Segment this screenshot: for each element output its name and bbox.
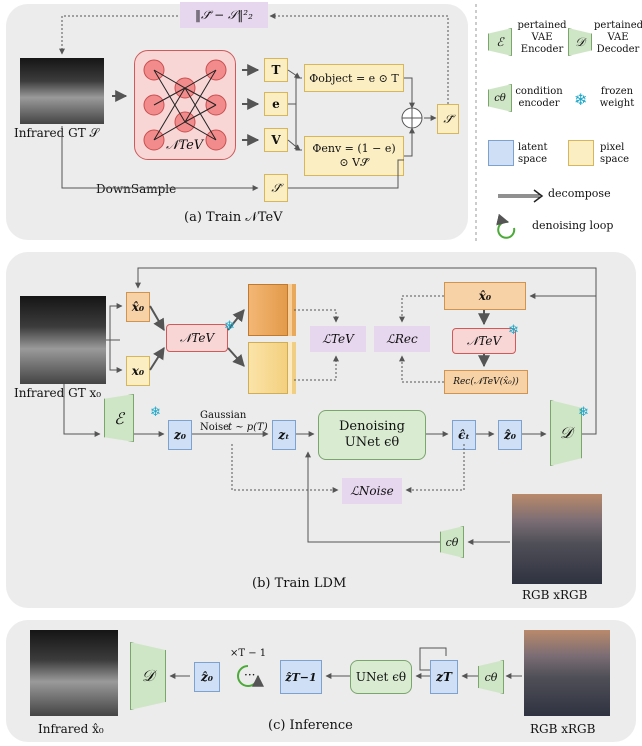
ntev-label-a: 𝒩TeV	[166, 138, 204, 153]
s-tilde-box: 𝒮̃	[437, 104, 459, 134]
gaussian-label: Gaussian	[200, 410, 247, 421]
feature-stack-orange	[248, 284, 288, 336]
infrared-output-image	[30, 630, 118, 716]
legend-condition-encoder: condition encoder	[515, 86, 563, 109]
loss-rec: ℒRec	[374, 326, 430, 352]
zT-box: zT	[430, 660, 458, 694]
svg-text:❄: ❄	[224, 319, 235, 334]
legend-denoise-loop: denoising loop	[532, 219, 614, 232]
caption-b: (b) Train LDM	[252, 576, 347, 591]
svg-text:❄: ❄	[150, 405, 161, 420]
feature-stack-yellow	[248, 342, 288, 394]
legend-latent: latent space	[518, 142, 548, 165]
z0-hat-box-c: ẑ₀	[194, 662, 220, 692]
pixel-space-swatch	[568, 140, 594, 166]
infrared-gt-image-b	[20, 296, 106, 384]
legend-vae-encoder: pertained VAE Encoder	[517, 20, 567, 55]
rec-box: Rec(𝒩TeV(x̂₀))	[444, 370, 528, 394]
t-sample-label: t ~ p(T)	[228, 422, 268, 433]
infrared-gt-image-a	[20, 58, 104, 124]
out-t-box: T	[264, 58, 288, 82]
legend-decompose: decompose	[548, 187, 611, 200]
infrared-gt-label-a: Infrared GT 𝒮	[14, 126, 99, 140]
out-v-box: V	[264, 128, 288, 152]
noise-label: Noise	[200, 422, 230, 433]
loss-reconstruction-a: ‖𝒮̃ − 𝒮‖²₂	[180, 2, 268, 28]
rgb-image-c	[524, 630, 610, 716]
svg-text:❄: ❄	[578, 405, 589, 420]
z0-box-b: z₀	[168, 420, 192, 450]
loss-tev: ℒTeV	[310, 326, 366, 352]
out-e-box: e	[264, 92, 288, 116]
x0-hat-box-right: x̂₀	[444, 282, 526, 310]
phi-env-box: Φenv = (1 − e) ⊙ V𝒮̂	[304, 136, 404, 176]
ntev-block-b: 𝒩TeV	[166, 324, 228, 352]
legend-frozen: frozen weight	[599, 86, 635, 109]
z0-hat-box-b: ẑ₀	[498, 420, 522, 450]
x0-hat-box-b: x̂₀	[126, 292, 150, 322]
denoise-loop-icon	[237, 665, 264, 687]
denoising-unet: Denoising UNet ϵθ	[318, 410, 426, 460]
caption-c: (c) Inference	[268, 718, 353, 733]
infrared-output-label: Infrared x̂₀	[38, 722, 104, 736]
downsample-label: DownSample	[96, 182, 177, 196]
rgb-label-c: RGB xRGB	[530, 722, 596, 736]
condition-encoder-b: cθ	[440, 526, 464, 558]
latent-space-swatch	[488, 140, 514, 166]
unet-c: UNet ϵθ	[350, 660, 412, 694]
s-hat-box: 𝒮̂	[264, 174, 288, 202]
loop-dots: ···	[244, 668, 256, 682]
legend-pixel: pixel space	[600, 142, 630, 165]
infrared-gt-label-b: Infrared GT x₀	[14, 386, 102, 400]
zt-box-b: zₜ	[272, 420, 296, 450]
rgb-image-b	[512, 494, 602, 584]
rgb-label-b: RGB xRGB	[522, 588, 588, 602]
loss-noise: ℒNoise	[342, 478, 402, 504]
ntev-block-right: 𝒩TeV	[452, 328, 516, 354]
caption-a: (a) Train 𝒩TeV	[184, 210, 283, 225]
decoder-c: 𝒟	[130, 642, 166, 710]
snowflake-icon: ❄	[574, 90, 588, 109]
z-tminus1-box: ẑT−1	[280, 660, 322, 694]
svg-text:❄: ❄	[508, 323, 519, 338]
phi-object-box: Φobject = e ⊙ T	[304, 64, 404, 92]
decoder-b: 𝒟	[550, 400, 582, 466]
legend-vae-decoder: pertained VAE Decoder	[594, 20, 642, 55]
loop-count: ×T − 1	[230, 648, 267, 659]
x0-box-b: x₀	[126, 356, 150, 386]
